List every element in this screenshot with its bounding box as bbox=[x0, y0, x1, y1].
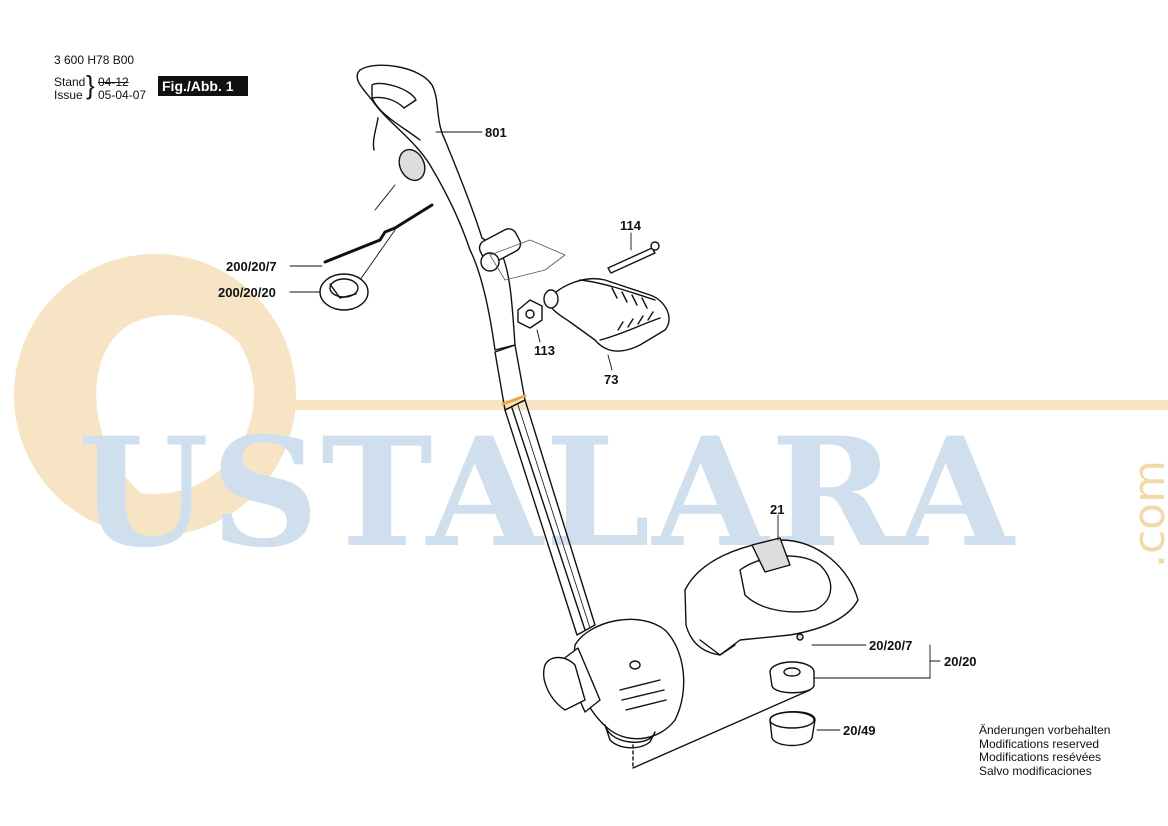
spring-clip-200-20-7 bbox=[323, 203, 434, 264]
upper-handle-801 bbox=[356, 64, 516, 351]
part-label-801: 801 bbox=[485, 125, 507, 140]
nut-113 bbox=[517, 299, 543, 329]
part-label-200-20-20: 200/20/20 bbox=[218, 285, 276, 300]
brace-glyph: } bbox=[86, 70, 95, 100]
figure-label: Fig./Abb. 1 bbox=[158, 76, 248, 96]
notice-line-de: Änderungen vorbehalten bbox=[979, 723, 1111, 737]
notice-line-en: Modifications reserved bbox=[979, 736, 1100, 751]
watermark-text: USTALARA bbox=[78, 405, 1016, 581]
part-label-200-20-7: 200/20/7 bbox=[226, 259, 277, 274]
part-label-20-49: 20/49 bbox=[843, 723, 876, 738]
stand-value: 04-12 bbox=[98, 75, 129, 89]
part-label-20-20: 20/20 bbox=[944, 654, 977, 669]
modifications-notice: Änderungen vorbehalten Modifications res… bbox=[979, 723, 1111, 778]
stand-label: Stand bbox=[54, 75, 86, 89]
doc-number: 3 600 H78 B00 bbox=[54, 53, 135, 67]
issue-value: 05-04-07 bbox=[98, 88, 147, 102]
part-label-21: 21 bbox=[770, 502, 785, 517]
part-label-113: 113 bbox=[534, 343, 555, 358]
aux-handle-73 bbox=[547, 278, 670, 352]
guard-21 bbox=[684, 539, 859, 656]
issue-label: Issue bbox=[54, 88, 83, 102]
notice-line-es: Salvo modificaciones bbox=[979, 763, 1092, 778]
bolt-114 bbox=[607, 247, 656, 274]
motor-housing bbox=[573, 618, 685, 740]
part-label-73: 73 bbox=[604, 372, 619, 387]
notice-line-fr: Modifications resévées bbox=[979, 750, 1102, 764]
part-label-114: 114 bbox=[620, 218, 641, 233]
part-label-20-20-7: 20/20/7 bbox=[869, 638, 913, 653]
